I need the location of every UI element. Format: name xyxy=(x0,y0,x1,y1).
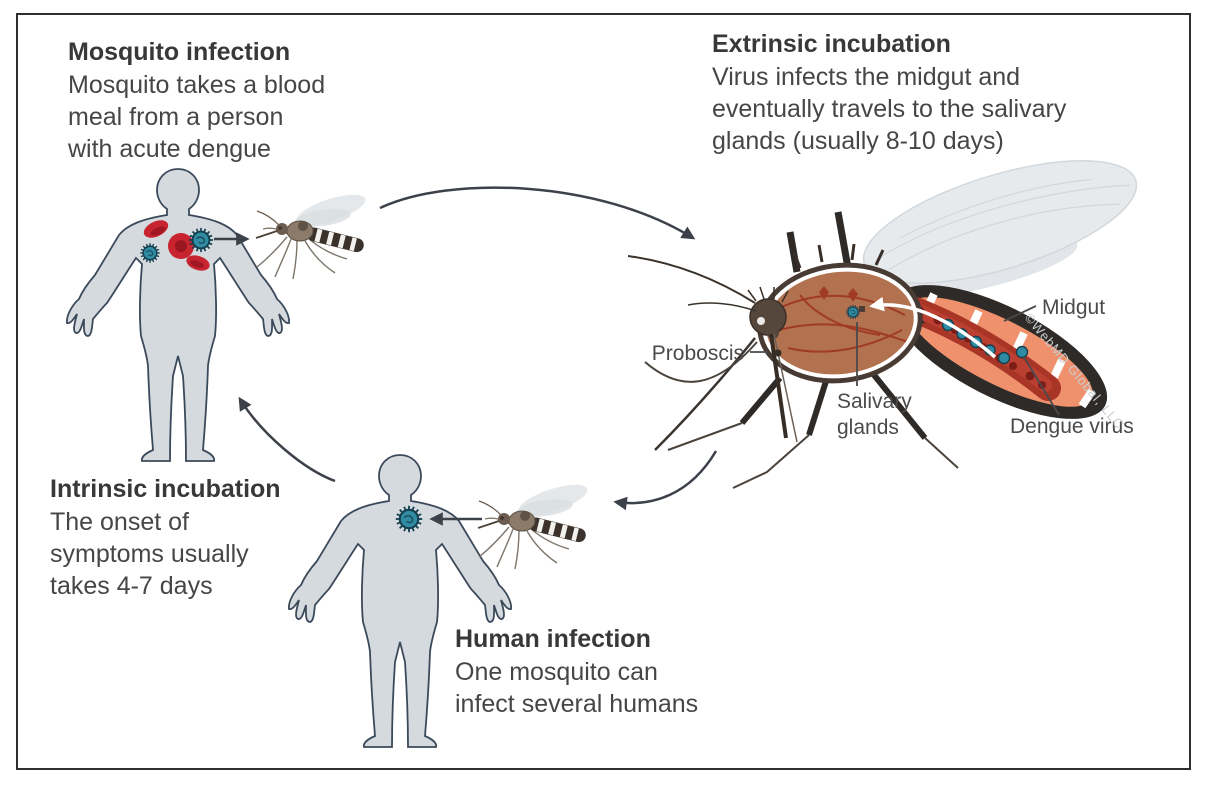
proboscis-label: Proboscis xyxy=(652,342,744,365)
step-line: infect several humans xyxy=(455,690,699,718)
antenna xyxy=(627,255,756,304)
step-line: symptoms usually xyxy=(50,540,249,568)
midgut-label: Midgut xyxy=(1042,296,1105,319)
arrow-extrinsic-to-human xyxy=(613,450,718,511)
step-title: Mosquito infection xyxy=(68,38,291,66)
antenna xyxy=(687,302,757,312)
mosquito-legs-upper xyxy=(786,211,852,273)
mosquito-legs-lower xyxy=(644,337,959,489)
dengue-virus-callout-line xyxy=(1023,356,1060,416)
step-extrinsic-incubation: Extrinsic incubation Virus infects the m… xyxy=(712,28,1066,157)
head-bristles xyxy=(747,286,789,303)
step-line: Mosquito takes a blood xyxy=(68,71,326,99)
step-line: with acute dengue xyxy=(68,135,271,163)
dengue-virus-label: Dengue virus xyxy=(1010,415,1134,438)
infected-person-figure xyxy=(65,168,291,462)
step-title: Human infection xyxy=(455,625,651,653)
salivary-glands-label-line1: Salivary xyxy=(837,390,912,413)
dengue-virus-particle xyxy=(139,242,161,264)
mosquito-wing xyxy=(862,160,1138,284)
step-human-infection: Human infection One mosquito can infect … xyxy=(455,623,698,720)
dengue-virus-particle xyxy=(394,504,424,534)
mosquito-bottom xyxy=(477,477,592,570)
virus-in-salivary-gland xyxy=(845,304,861,320)
thorax-veins xyxy=(771,286,909,353)
step-line: takes 4-7 days xyxy=(50,572,213,600)
salivary-gland-mark xyxy=(859,306,865,312)
step-line: The onset of xyxy=(50,508,189,536)
step-mosquito-infection: Mosquito infection Mosquito takes a bloo… xyxy=(68,36,325,165)
step-intrinsic-incubation: Intrinsic incubation The onset of sympto… xyxy=(50,473,281,602)
arrow-human-to-intrinsic xyxy=(238,396,336,483)
dengue-virus-particle xyxy=(187,226,215,254)
step-line: One mosquito can xyxy=(455,658,658,686)
mosquito-head xyxy=(627,255,798,443)
step-title: Intrinsic incubation xyxy=(50,475,281,503)
proboscis xyxy=(769,333,788,439)
midgut-callout-line xyxy=(1003,305,1037,322)
step-line: Virus infects the midgut and xyxy=(712,63,1021,91)
arrow-mosquito-to-extrinsic xyxy=(379,186,696,240)
step-line: eventually travels to the salivary xyxy=(712,95,1067,123)
mosquito-thorax xyxy=(757,243,925,384)
mosquito-top xyxy=(255,187,370,280)
salivary-glands-label-line2: glands xyxy=(837,416,899,439)
step-line: meal from a person xyxy=(68,103,284,131)
thorax-bristles xyxy=(792,243,885,269)
blood-cells xyxy=(143,220,210,271)
step-line: glands (usually 8-10 days) xyxy=(712,127,1004,155)
step-title: Extrinsic incubation xyxy=(712,30,951,58)
large-mosquito-anatomy: Proboscis Salivary glands Midgut Dengue … xyxy=(627,160,1138,489)
newly-infected-person-figure xyxy=(287,454,513,748)
arrow-midgut-to-salivary xyxy=(869,296,997,359)
proboscis-callout-dot xyxy=(774,349,782,357)
diagram-border xyxy=(16,13,1191,770)
